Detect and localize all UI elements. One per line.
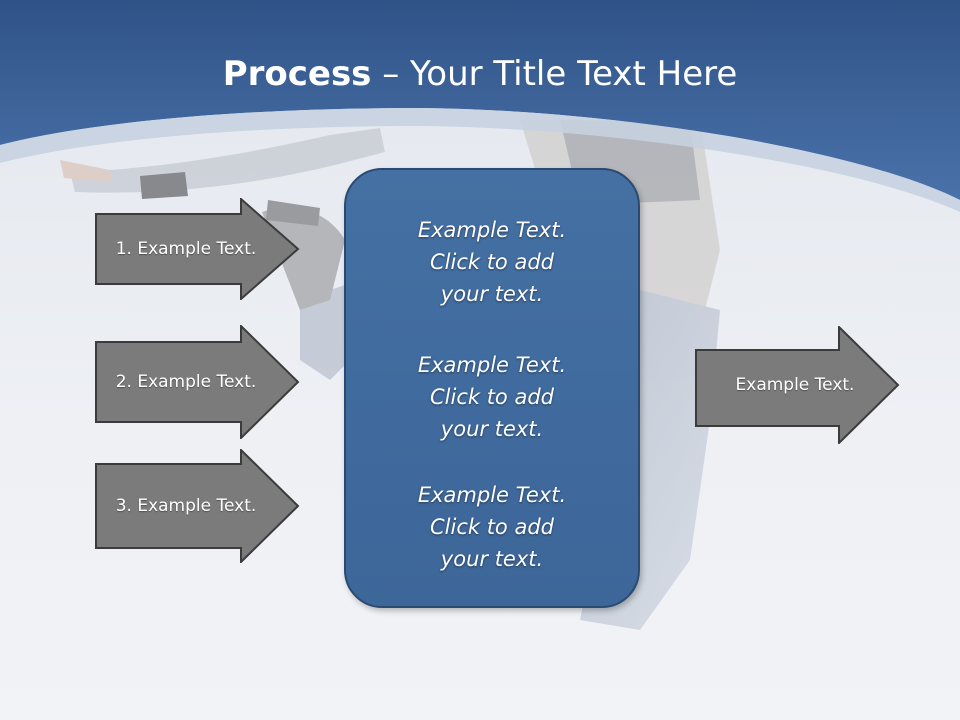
input-arrow-3[interactable]: 3. Example Text. xyxy=(95,449,300,563)
slide-title: Process – Your Title Text Here xyxy=(0,52,960,96)
center-line: Example Text. xyxy=(417,483,567,507)
title-banner xyxy=(0,0,960,200)
arrow-shape xyxy=(95,449,300,563)
center-paragraph-2: Example Text. Click to add your text. xyxy=(346,349,638,445)
input-arrow-2[interactable]: 2. Example Text. xyxy=(95,325,300,439)
center-line: your text. xyxy=(440,282,544,306)
center-line: your text. xyxy=(440,417,544,441)
center-line: Click to add xyxy=(429,250,554,274)
center-line: Example Text. xyxy=(417,218,567,242)
center-line: Example Text. xyxy=(417,353,567,377)
center-line: Click to add xyxy=(429,385,554,409)
output-arrow-label: Example Text. xyxy=(735,375,855,395)
output-arrow[interactable]: Example Text. xyxy=(695,326,900,444)
center-paragraph-1: Example Text. Click to add your text. xyxy=(346,214,638,310)
center-line: your text. xyxy=(440,547,544,571)
input-arrow-1[interactable]: 1. Example Text. xyxy=(95,198,300,300)
center-process-box[interactable]: Example Text. Click to add your text. Ex… xyxy=(344,168,640,608)
title-rest: – Your Title Text Here xyxy=(371,54,738,94)
center-line: Click to add xyxy=(429,515,554,539)
input-arrow-label: 3. Example Text. xyxy=(115,496,257,516)
arrow-shape xyxy=(695,326,900,444)
arrow-shape xyxy=(95,325,300,439)
arrow-shape xyxy=(95,198,300,300)
center-paragraph-3: Example Text. Click to add your text. xyxy=(346,479,638,575)
title-bold: Process xyxy=(222,54,372,94)
input-arrow-label: 2. Example Text. xyxy=(115,372,257,392)
input-arrow-label: 1. Example Text. xyxy=(115,239,257,259)
